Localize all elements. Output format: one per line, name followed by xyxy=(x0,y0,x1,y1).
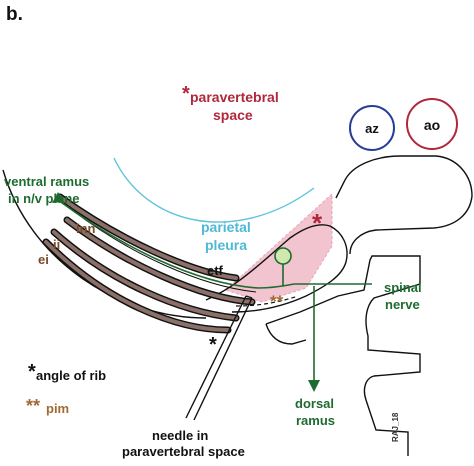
dorsal-ramus-label-line1: dorsal xyxy=(295,396,334,411)
legend-double-star: ** xyxy=(26,396,40,416)
legend-pim: pim xyxy=(46,401,69,416)
lamina-outline xyxy=(265,255,421,456)
paravertebral-star: * xyxy=(182,83,190,105)
angle-of-rib-star: * xyxy=(209,334,217,356)
parietal-pleura-label-line2: pleura xyxy=(205,237,247,253)
az-label: az xyxy=(365,121,379,136)
ei-label: ei xyxy=(38,252,49,267)
paravertebral-label-line2: space xyxy=(213,107,253,123)
needle-shaft-right xyxy=(193,297,253,421)
pim-dashed-line xyxy=(235,295,299,307)
dorsal-ramus-arrowhead xyxy=(308,380,320,392)
vertebral-body-outline xyxy=(335,155,473,255)
panel-label: b. xyxy=(6,4,23,25)
body-wall-line xyxy=(2,169,207,319)
aorta-circle xyxy=(406,98,458,150)
dorsal-ramus-label-line2: ramus xyxy=(296,413,335,428)
ao-label: ao xyxy=(424,117,440,133)
legend-angle-of-rib: angle of rib xyxy=(36,368,106,383)
parietal-pleura-label-line1: parietal xyxy=(201,219,251,235)
etf-label: etf xyxy=(207,263,224,278)
ventral-ramus-arrowhead xyxy=(52,192,64,203)
spinal-nerve-label-line1: spinal xyxy=(384,280,422,295)
pim-double-star: ** xyxy=(270,292,284,311)
lamina-inner-outline xyxy=(265,323,307,345)
rib-band-inn-fill xyxy=(58,195,238,280)
rib-band-outer-fill xyxy=(44,240,230,332)
transverse-process-outline xyxy=(205,224,348,313)
ventral-ramus-line xyxy=(57,199,295,289)
legend-star: * xyxy=(28,361,36,383)
parietal-pleura-line xyxy=(113,157,315,223)
ventral-ramus-label-line2: in n/v plane xyxy=(8,191,80,206)
ii-label: ii xyxy=(53,237,60,252)
dorsal-root-ganglion xyxy=(274,247,292,265)
rib-band-ei-fill xyxy=(52,230,238,320)
azygos-vein-circle xyxy=(349,105,395,151)
ventral-ramus-label-line1: ventral ramus xyxy=(4,174,89,189)
needle-tip xyxy=(245,295,253,299)
artist-signature: RAJ_18 xyxy=(391,412,400,442)
paravertebral-label-line1: paravertebral xyxy=(190,89,279,105)
spinal-nerve-label-line2: nerve xyxy=(385,297,420,312)
needle-label-line2: paravertebral space xyxy=(122,444,245,459)
needle-label-line1: needle in xyxy=(152,428,208,443)
needle-shaft-left xyxy=(185,295,247,419)
rib-band-ii-fill xyxy=(65,218,254,304)
paravertebral-red-star: * xyxy=(312,208,323,238)
inn-label: inn xyxy=(76,221,96,236)
